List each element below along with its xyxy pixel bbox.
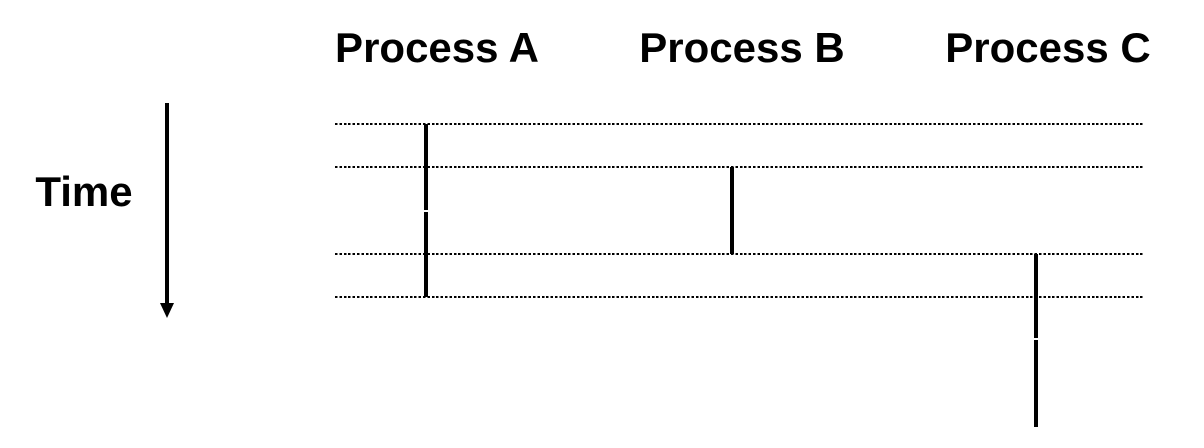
lifeline-segment (1034, 340, 1038, 427)
time-gridline (335, 123, 1143, 125)
time-arrow-shaft (165, 103, 169, 303)
process-header: Process C (945, 24, 1151, 71)
lifeline-segment (730, 167, 734, 254)
process-header: Process A (335, 24, 539, 71)
time-gridline (335, 296, 1143, 298)
process-header: Process B (639, 24, 845, 71)
time-gridline (335, 253, 1143, 255)
time-axis-label: Time (35, 168, 133, 215)
lifeline-segment (424, 212, 428, 297)
time-gridline (335, 166, 1143, 168)
lifeline-segment (424, 124, 428, 210)
lifeline-segment (1034, 254, 1038, 338)
time-arrow-head (160, 303, 174, 318)
